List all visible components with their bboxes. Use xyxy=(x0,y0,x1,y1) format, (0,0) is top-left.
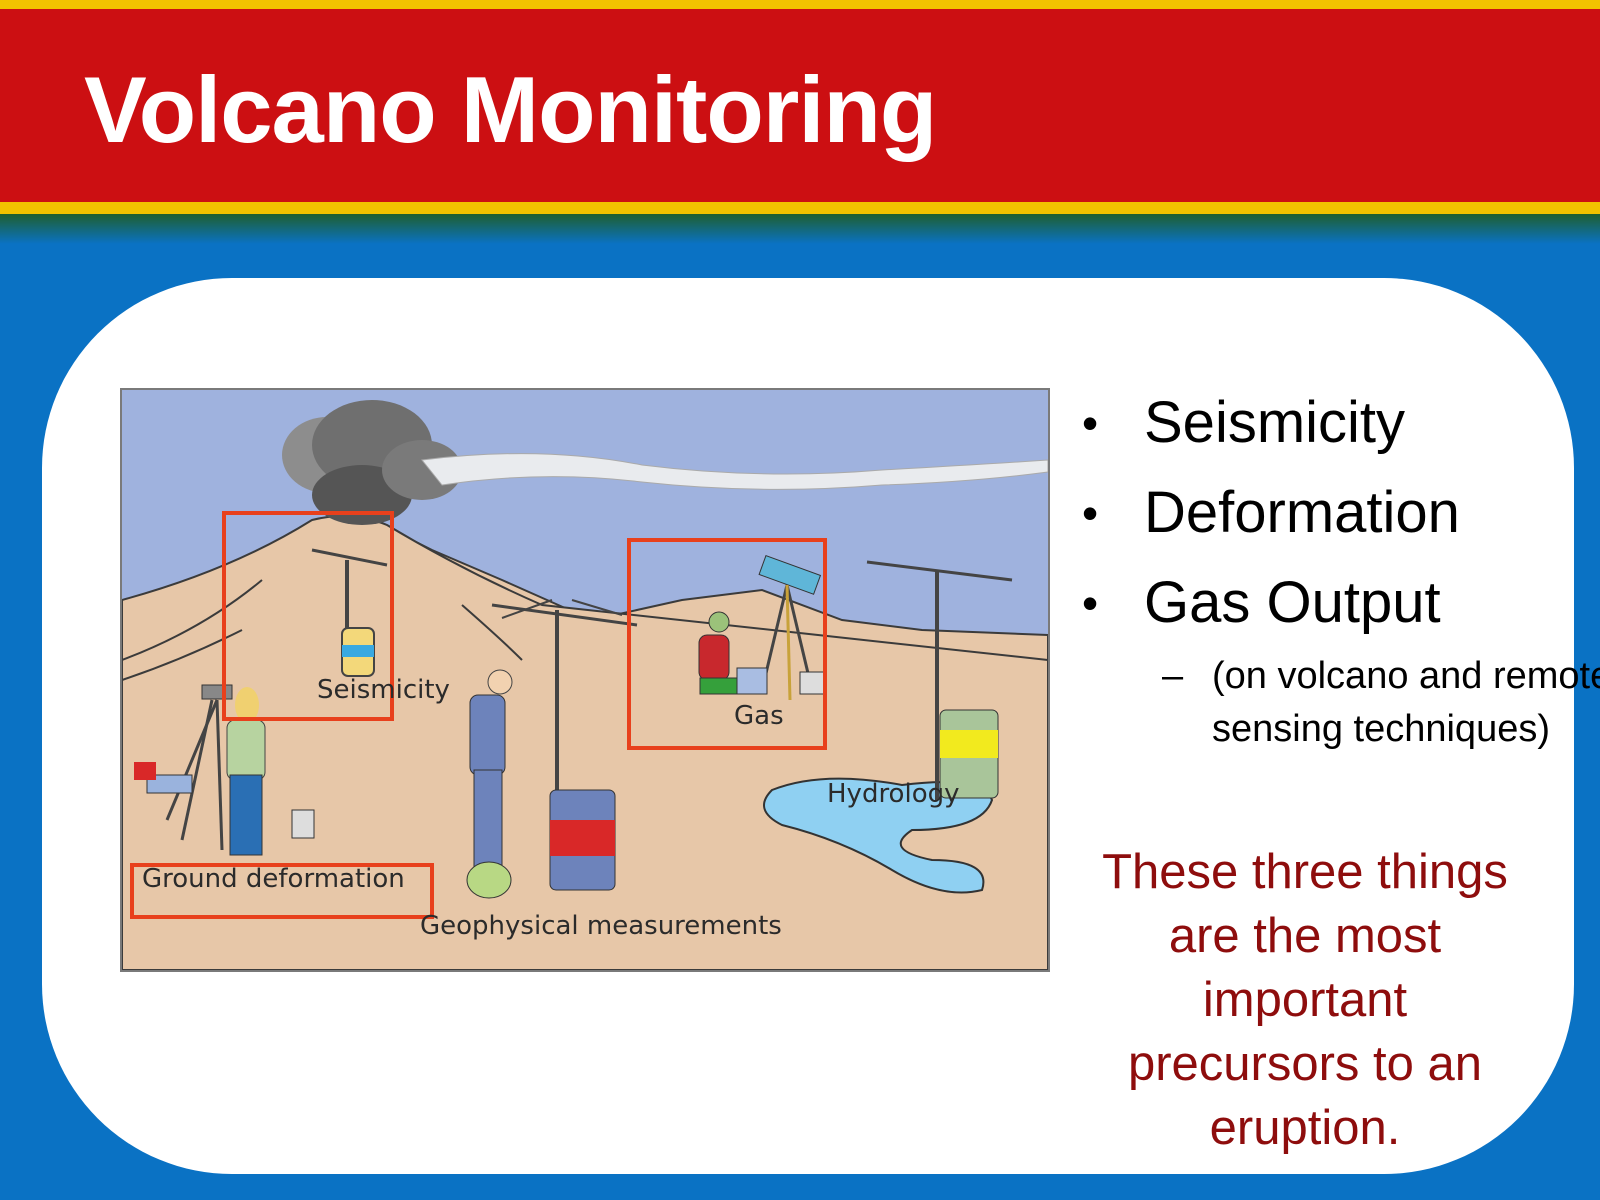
sub-bullet-text: (on volcano and remote sensing technique… xyxy=(1212,655,1600,750)
title-bar xyxy=(0,9,1600,202)
seismicity-highlight-box xyxy=(222,511,394,721)
hydrology-label: Hydrology xyxy=(827,779,960,809)
header-bottom-stripe xyxy=(0,202,1600,214)
bullet-dot: • xyxy=(1082,397,1099,449)
ground-deformation-label: Ground deformation xyxy=(142,864,405,894)
bullet-text: Deformation xyxy=(1144,480,1460,545)
bullet-deformation: • Deformation xyxy=(1082,478,1582,568)
bullet-text: Gas Output xyxy=(1144,570,1441,635)
volcano-monitoring-illustration: Seismicity Gas Hydrology Ground deformat… xyxy=(120,388,1050,972)
seismicity-label: Seismicity xyxy=(317,675,450,705)
seismic-station xyxy=(311,548,388,677)
bullet-text: Seismicity xyxy=(1144,390,1406,455)
bullet-dot: • xyxy=(1082,577,1099,629)
geophysicist-figure xyxy=(466,599,638,899)
ground-deformation-highlight-box xyxy=(130,863,434,919)
bullet-dot: • xyxy=(1082,487,1099,539)
header-top-stripe xyxy=(0,0,1600,9)
volcanic-plume xyxy=(282,400,1048,525)
precursor-note: These three things are the most importan… xyxy=(1102,845,1508,1155)
gas-label: Gas xyxy=(734,701,784,731)
geophysical-measurements-label: Geophysical measurements xyxy=(420,911,782,941)
gas-measurement-station xyxy=(698,555,825,701)
surveyor-figure xyxy=(134,684,315,856)
slide-title: Volcano Monitoring xyxy=(84,57,937,162)
header-shadow xyxy=(0,214,1600,244)
dash-marker: – xyxy=(1162,655,1184,697)
bullet-gas-output: • Gas Output xyxy=(1082,568,1582,658)
precursor-list: • Seismicity • Deformation • Gas Output xyxy=(1082,388,1582,658)
gas-highlight-box xyxy=(627,538,827,750)
bullet-seismicity: • Seismicity xyxy=(1082,388,1582,478)
hydrology-station xyxy=(763,560,1013,894)
sub-bullet: – (on volcano and remote sensing techniq… xyxy=(1162,650,1600,756)
